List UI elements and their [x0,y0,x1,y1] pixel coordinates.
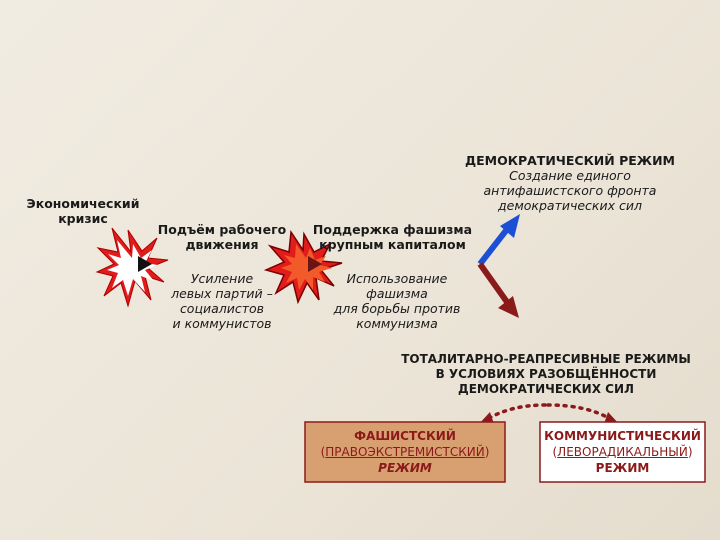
label-democratic-regime: ДЕМОКРАТИЧЕСКИЙ РЕЖИМ Создание единого а… [455,153,685,213]
label-line: В УСЛОВИЯХ РАЗОБЩЁННОСТИ [435,367,657,381]
box-subtitle-link[interactable]: ПРАВОЭКСТРЕМИСТСКИЙ [325,445,485,459]
label-line: движения [185,237,259,252]
label-line: ТОТАЛИТАРНО-РЕАПРЕСИВНЫЕ РЕЖИМЫ [401,352,691,366]
democratic-arrowhead [500,214,520,238]
label-big-capital: Поддержка фашизма крупным капиталом [310,222,475,252]
fascist-regime-box: ФАШИСТСКИЙ (ПРАВОЭКСТРЕМИСТСКИЙ) РЕЖИМ [305,422,505,482]
democratic-title: ДЕМОКРАТИЧЕСКИЙ РЕЖИМ [465,153,675,168]
fascist-regime-box-bg [304,421,506,483]
label-line: коммунизма [356,316,438,331]
label-line: Подъём рабочего [157,222,287,237]
label-line: ДЕМОКРАТИЧЕСКИХ СИЛ [458,382,634,396]
label-totalitarian-regimes: ТОТАЛИТАРНО-РЕАПРЕСИВНЫЕ РЕЖИМЫ В УСЛОВИ… [400,352,692,397]
label-line: кризис [58,211,108,226]
box-title: КОММУНИСТИЧЕСКИЙ [544,429,701,443]
label-line: для борьбы против [333,301,461,316]
label-line: Усиление [190,271,254,286]
label-economic-crisis: Экономический кризис [18,196,148,226]
explosion-burst-2 [263,229,343,305]
box-footer: РЕЖИМ [378,461,432,475]
label-line: демократических сил [498,198,642,213]
totalitarian-arrowhead [498,296,519,318]
label-line: Использование [346,271,448,286]
label-line: Экономический [26,196,140,211]
paren-close: ) [687,445,693,459]
label-line: крупным капиталом [319,237,466,252]
label-left-parties: Усиление левых партий – социалистов и ко… [152,271,292,331]
communist-regime-box-bg [539,421,706,483]
label-line: Создание единого [509,168,631,183]
box-footer: РЕЖИМ [595,461,650,475]
box-subtitle-link[interactable]: ЛЕВОРАДИКАЛЬНЫЙ [557,445,688,459]
arrowhead-1 [138,256,152,272]
paren-close: ) [484,445,490,459]
dotted-arrow-communist [546,403,614,422]
label-line: и коммунистов [172,316,272,331]
label-line: социалистов [179,301,265,316]
paren-open: ( [320,445,326,459]
box-subtitle: (ПРАВОЭКСТРЕМИСТСКИЙ) [305,444,505,460]
explosion-burst-1 [95,227,169,308]
label-use-fascism: Использование фашизма для борьбы против … [322,271,472,331]
label-line: фашизма [366,286,428,301]
paren-open: ( [552,445,558,459]
label-workers-rise: Подъём рабочего движения [152,222,292,252]
arrowhead-2 [308,256,322,272]
democratic-branch-arrow [477,226,511,266]
totalitarian-branch-arrow [477,262,510,304]
dotted-arrow-fascist [484,403,547,422]
label-line: Поддержка фашизма [312,222,473,237]
box-subtitle: (ЛЕВОРАДИКАЛЬНЫЙ) [540,444,705,460]
communist-regime-box: КОММУНИСТИЧЕСКИЙ (ЛЕВОРАДИКАЛЬНЫЙ) РЕЖИМ [540,422,705,482]
box-title: ФАШИСТСКИЙ [354,429,456,443]
label-line: антифашистского фронта [483,183,657,198]
label-line: левых партий – [171,286,273,301]
